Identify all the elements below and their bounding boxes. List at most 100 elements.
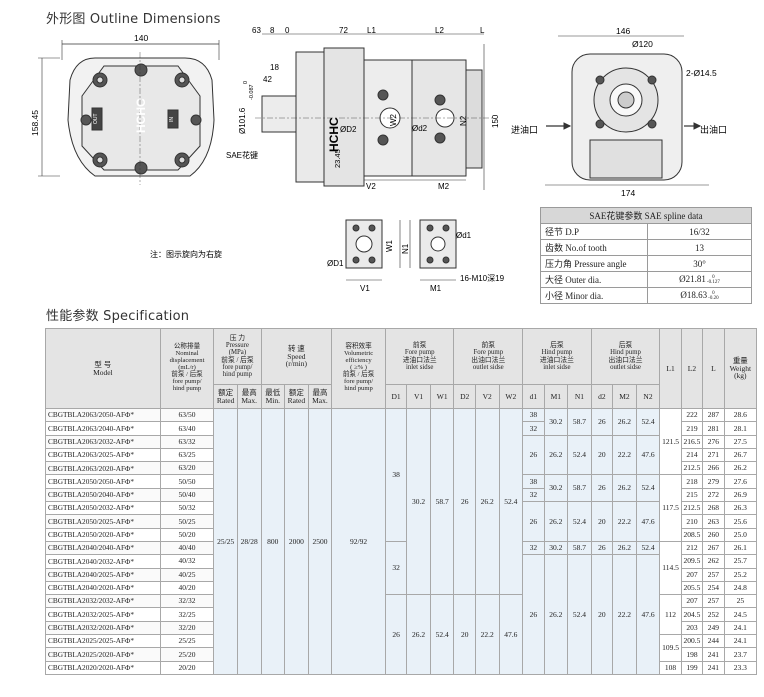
sae-value: 13 — [647, 239, 752, 256]
cell-d1: 26 — [522, 501, 545, 542]
dim-42: 42 — [263, 75, 272, 84]
dim-158: 158.45 — [30, 110, 40, 136]
cell-L2: 208.5 — [680, 527, 704, 542]
sae-key: 径节 D.P — [540, 223, 648, 240]
cell-model: CBGTBLA2040/2040-AFΦ* — [45, 540, 161, 556]
cell-L2: 218 — [680, 474, 704, 489]
cell-d2: 20 — [590, 554, 614, 675]
dim-W2: W2 — [389, 113, 398, 126]
cell-d1: 26 — [522, 554, 545, 675]
cell-model: CBGTBLA2063/2025-AFΦ* — [45, 447, 161, 463]
cell-weight: 28.1 — [723, 421, 758, 436]
cell-V2: 26.2 — [474, 407, 500, 596]
spec-table: 型 号 Model 公称排量 Nominal displacement (mL/… — [45, 328, 758, 675]
cell-L1: 121.5 — [659, 407, 682, 476]
sae-title: SAE花键参数 SAE spline data — [540, 207, 752, 224]
cell-L: 262 — [702, 554, 725, 569]
cell-M1: 30.2 — [543, 540, 569, 556]
end-view — [545, 35, 709, 186]
cell-L: 279 — [702, 474, 725, 489]
cell-W1: 58.7 — [429, 407, 455, 596]
col-N1: N1 — [567, 384, 592, 409]
dim-L2: L2 — [435, 26, 444, 35]
cell-d1: 38 — [522, 407, 545, 423]
cell-M2: 26.2 — [612, 540, 637, 556]
dim-V2: V2 — [366, 182, 376, 191]
sae-label: SAE花键 — [226, 150, 258, 160]
cell-d1: 26 — [522, 434, 545, 476]
outlet-label: 出油口 — [700, 124, 727, 135]
cell-L2: 203 — [680, 620, 704, 636]
sae-minor-dia: Ø18.63 — [680, 290, 708, 301]
cell-weight: 27.5 — [723, 434, 758, 449]
cell-L2: 204.5 — [680, 607, 704, 622]
cell-weight: 26.9 — [723, 487, 758, 503]
cell-N1: 58.7 — [567, 474, 592, 503]
col-fore-outlet: 前泵 Fore pump 出油口法兰 outlet sidse — [453, 328, 524, 385]
cell-displacement: 25/25 — [159, 634, 215, 649]
sae-key: 大径 Outer dia. — [540, 271, 648, 288]
cell-d2: 26 — [590, 474, 614, 503]
sae-outer-dia: Ø21.81 — [679, 274, 706, 285]
cell-model: CBGTBLA2063/2050-AFΦ* — [45, 407, 161, 423]
cell-d2: 26 — [590, 540, 614, 556]
dim-174: 174 — [621, 188, 635, 198]
cell-L1: 114.5 — [659, 540, 682, 596]
cell-N2: 52.4 — [635, 408, 661, 436]
cell-d1: 38 — [522, 474, 545, 489]
cell-L: 257 — [702, 594, 725, 609]
inlet-label: 进油口 — [511, 124, 538, 135]
cell-displacement: 40/32 — [159, 554, 215, 569]
col-V1: V1 — [406, 384, 431, 409]
col-speed: 转 速 Speed (r/min) — [260, 328, 333, 385]
cell-V1: 30.2 — [406, 407, 431, 596]
col-V2: V2 — [474, 384, 500, 409]
cell-L: 266 — [702, 461, 725, 476]
col-W1: W1 — [429, 384, 455, 409]
cell-model: CBGTBLA2050/2040-AFΦ* — [45, 487, 161, 503]
col-L2: L2 — [680, 328, 704, 409]
cell-V1: 26.2 — [406, 594, 431, 675]
cell-displacement: 63/50 — [159, 407, 215, 423]
cell-speed-rated: 2000 — [284, 408, 309, 675]
col-hind-outlet: 后泵 Hind pump 出油口法兰 outlet sidse — [590, 328, 661, 385]
cell-L2: 212.5 — [680, 501, 704, 516]
cell-pressure-rated: 25/25 — [213, 408, 238, 675]
dim-d1: Ød1 — [456, 231, 472, 240]
cell-N1: 58.7 — [567, 540, 592, 556]
col-M1: M1 — [543, 384, 569, 409]
dim-holes: 2-Ø14.5 — [686, 68, 717, 78]
cell-weight: 26.3 — [723, 501, 758, 516]
cell-displacement: 20/20 — [159, 660, 215, 675]
cell-d1: 32 — [522, 487, 545, 503]
cell-M1: 30.2 — [543, 408, 569, 436]
cell-displacement: 63/25 — [159, 447, 215, 463]
cell-displacement: 50/25 — [159, 514, 215, 529]
col-N2: N2 — [635, 384, 661, 409]
cell-N2: 47.6 — [635, 501, 661, 542]
col-hind-inlet: 后泵 Hind pump 进油口法兰 inlet sidse — [522, 328, 592, 385]
dim-18: 18 — [270, 63, 279, 72]
cell-model: CBGTBLA2063/2032-AFΦ* — [45, 434, 161, 449]
cell-d1: 32 — [522, 421, 545, 436]
cell-M1: 26.2 — [543, 501, 569, 542]
dim-8: 8 — [270, 26, 275, 35]
cell-displacement: 40/40 — [159, 540, 215, 556]
dim-V1: V1 — [360, 284, 370, 293]
cell-N1: 52.4 — [567, 434, 592, 476]
cell-displacement: 32/25 — [159, 607, 215, 622]
cell-N2: 52.4 — [635, 474, 661, 503]
cell-weight: 23.3 — [723, 660, 758, 675]
cell-M2: 26.2 — [612, 408, 637, 436]
cell-weight: 25.7 — [723, 554, 758, 569]
cell-M1: 30.2 — [543, 474, 569, 503]
cell-W2: 52.4 — [498, 407, 524, 596]
cell-speed-min: 800 — [260, 408, 286, 675]
dim-M1: M1 — [430, 284, 442, 293]
cell-model: CBGTBLA2040/2032-AFΦ* — [45, 554, 161, 569]
